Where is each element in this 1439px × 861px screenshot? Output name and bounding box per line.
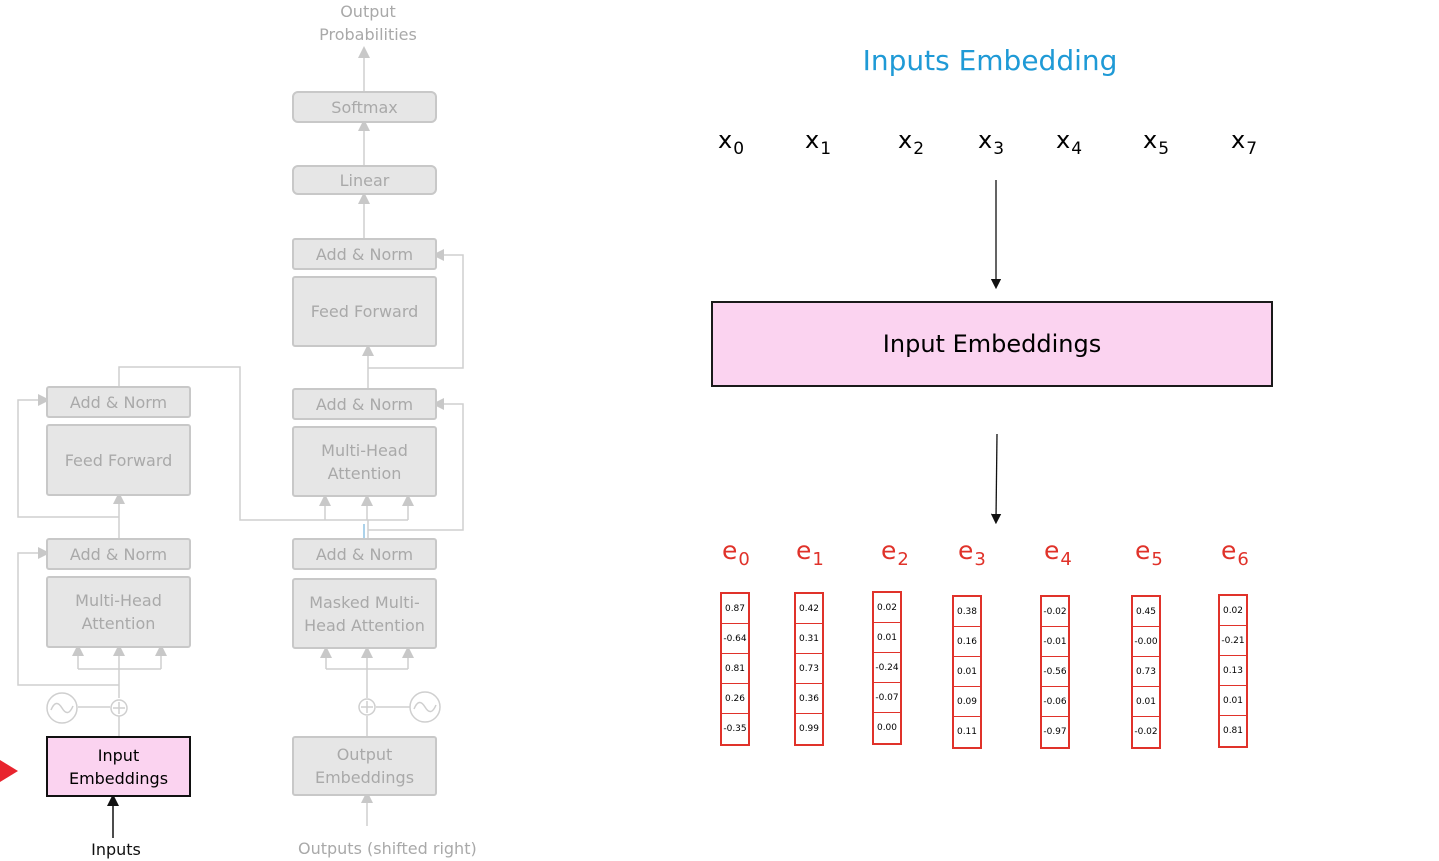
embedding-vector-e4: -0.02 -0.01 -0.56 -0.06 -0.97 (1040, 595, 1070, 749)
linear-block: Linear (292, 165, 437, 195)
vector-label-e5: e5 (1135, 536, 1163, 570)
vector-cell: -0.21 (1220, 626, 1246, 656)
token-x4: x4 (1056, 126, 1083, 159)
decoder-multi-head-attention-block: Multi-Head Attention (292, 426, 437, 497)
vector-cell: 0.16 (954, 627, 980, 657)
vector-label-e2: e2 (881, 536, 909, 570)
vector-cell: 0.36 (796, 684, 822, 714)
masked-multi-head-attention-block: Masked Multi- Head Attention (292, 578, 437, 649)
architecture-connectors (17, 46, 464, 838)
vector-cell: 0.02 (1220, 596, 1246, 626)
encoder-add-norm-attn: Add & Norm (46, 538, 191, 570)
vector-cell: 0.26 (722, 684, 748, 714)
output-probabilities-label: Output Probabilities (319, 2, 417, 44)
softmax-block: Softmax (292, 91, 437, 123)
encoder-add-norm-ff: Add & Norm (46, 386, 191, 418)
vector-cell: 0.01 (874, 623, 900, 653)
vector-cell: 0.38 (954, 597, 980, 627)
token-x7: x7 (1231, 126, 1258, 159)
decoder-add-norm-ff: Add & Norm (292, 238, 437, 270)
encoder-multi-head-attention-block: Multi-Head Attention (46, 576, 191, 648)
token-x1: x1 (805, 126, 832, 159)
vector-cell: 0.87 (722, 594, 748, 624)
pointer-arrow-icon (0, 760, 18, 782)
vector-cell: -0.64 (722, 624, 748, 654)
vector-cell: 0.45 (1133, 597, 1159, 627)
decoder-add-norm-cross: Add & Norm (292, 388, 437, 420)
vector-label-e6: e6 (1221, 536, 1249, 570)
vector-cell: 0.81 (1222, 726, 1244, 736)
outputs-shifted-right-label: Outputs (shifted right) (298, 839, 477, 858)
input-embeddings-box: Input Embeddings (711, 301, 1273, 387)
vector-cell: -0.00 (1133, 627, 1159, 657)
vector-cell: -0.56 (1042, 657, 1068, 687)
vector-cell: -0.01 (1042, 627, 1068, 657)
token-x0: x0 (718, 126, 745, 159)
vector-label-e3: e3 (958, 536, 986, 570)
vector-cell: 0.01 (1220, 686, 1246, 716)
vector-cell: 0.01 (1133, 687, 1159, 717)
vector-cell: 0.01 (954, 657, 980, 687)
vector-cell: -0.24 (874, 653, 900, 683)
vector-cell: -0.35 (723, 724, 747, 734)
vector-cell: -0.97 (1043, 727, 1067, 737)
token-x3: x3 (978, 126, 1005, 159)
vector-cell: 0.13 (1220, 656, 1246, 686)
encoder-feed-forward-block: Feed Forward (46, 424, 191, 496)
embedding-vector-e0: 0.87 -0.64 0.81 0.26 -0.35 (720, 592, 750, 746)
vector-cell: 0.09 (954, 687, 980, 717)
embedding-vector-e3: 0.38 0.16 0.01 0.09 0.11 (952, 595, 982, 749)
decoder-feed-forward-block: Feed Forward (292, 276, 437, 347)
embedding-vector-e2: 0.02 0.01 -0.24 -0.07 0.00 (872, 591, 902, 745)
embedding-vector-e6: 0.02 -0.21 0.13 0.01 0.81 (1218, 594, 1248, 748)
vector-cell: 0.00 (876, 723, 898, 733)
vector-cell: 0.42 (796, 594, 822, 624)
vector-label-e4: e4 (1044, 536, 1072, 570)
vector-cell: 0.73 (796, 654, 822, 684)
vector-cell: 0.11 (956, 727, 978, 737)
inputs-label: Inputs (91, 840, 141, 859)
decoder-add-norm-masked: Add & Norm (292, 538, 437, 570)
output-embeddings-block: Output Embeddings (292, 736, 437, 796)
embedding-vector-e5: 0.45 -0.00 0.73 0.01 -0.02 (1131, 595, 1161, 749)
vector-cell: 0.73 (1133, 657, 1159, 687)
vector-cell: 0.31 (796, 624, 822, 654)
vector-cell: -0.02 (1134, 727, 1158, 737)
token-x2: x2 (898, 126, 925, 159)
vector-cell: 0.02 (874, 593, 900, 623)
transformer-architecture-diagram: Output Probabilities Softmax Linear Add … (0, 0, 640, 860)
input-embeddings-block-highlighted: Input Embeddings (46, 736, 191, 797)
token-x5: x5 (1143, 126, 1170, 159)
vector-cell: 0.99 (798, 724, 820, 734)
embedding-vector-e1: 0.42 0.31 0.73 0.36 0.99 (794, 592, 824, 746)
inputs-embedding-title: Inputs Embedding (862, 44, 1118, 77)
vector-label-e1: e1 (796, 536, 824, 570)
vector-cell: -0.07 (874, 683, 900, 713)
vector-cell: 0.81 (722, 654, 748, 684)
vector-cell: -0.02 (1042, 597, 1068, 627)
vector-label-e0: e0 (722, 536, 750, 570)
vector-cell: -0.06 (1042, 687, 1068, 717)
